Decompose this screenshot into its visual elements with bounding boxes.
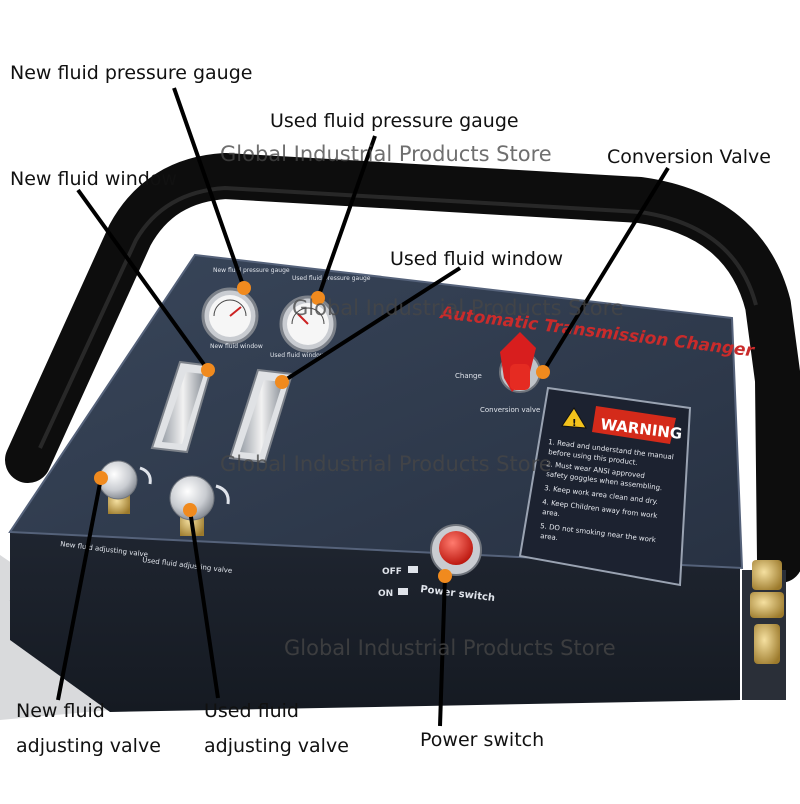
callout-used-adjust-line2: adjusting valve xyxy=(204,735,349,757)
watermark-3: Global Industrial Products Store xyxy=(220,452,552,476)
conversion-valve[interactable]: Change Conversion valve xyxy=(455,332,541,414)
off-label: OFF xyxy=(382,567,402,577)
svg-text:!: ! xyxy=(572,418,577,429)
warning-line-9: area. xyxy=(540,532,559,542)
handle xyxy=(5,153,800,583)
conversion-valve-label: Conversion valve xyxy=(480,406,540,414)
gauge-new-caption: New fluid pressure gauge xyxy=(213,267,290,274)
callout-used-adjust-line1: Used fluid xyxy=(204,700,299,722)
body-lower-front xyxy=(10,530,740,712)
callout-new-adjust-line2: adjusting valve xyxy=(16,735,161,757)
callout-conversion-valve: Conversion Valve xyxy=(607,146,771,168)
warning-line-7: area. xyxy=(542,508,561,518)
new-fluid-window xyxy=(150,360,214,454)
callout-new-pressure-gauge: New fluid pressure gauge xyxy=(10,62,253,84)
quick-couplers xyxy=(742,560,786,700)
change-label: Change xyxy=(455,372,482,380)
window-used-caption: Used fluid window xyxy=(270,352,325,359)
callout-new-window: New fluid window xyxy=(10,168,177,190)
new-fluid-pressure-gauge: New fluid pressure gauge New fluid windo… xyxy=(201,267,290,350)
used-fluid-pressure-gauge: Used fluid pressure gauge Used fluid win… xyxy=(270,275,371,359)
on-label: ON xyxy=(378,589,393,599)
power-switch[interactable]: OFF ON Power switch xyxy=(378,524,495,604)
gauge-used-caption: Used fluid pressure gauge xyxy=(292,275,371,282)
callout-power-switch: Power switch xyxy=(420,729,545,751)
watermark-2: Global Industrial Products Store xyxy=(292,296,624,320)
callout-markers xyxy=(94,281,550,583)
leader-lines xyxy=(56,87,670,727)
callout-new-adjust-line1: New fluid xyxy=(16,700,105,722)
callout-used-window: Used fluid window xyxy=(390,248,564,270)
callout-used-pressure-gauge: Used fluid pressure gauge xyxy=(270,110,519,132)
used-fluid-window xyxy=(228,368,294,464)
watermark-1: Global Industrial Products Store xyxy=(220,142,552,166)
watermark-4: Global Industrial Products Store xyxy=(284,636,616,660)
warning-label: WARNING ! 1. Read and understand the man… xyxy=(518,386,692,587)
window-new-caption: New fluid window xyxy=(210,343,263,350)
